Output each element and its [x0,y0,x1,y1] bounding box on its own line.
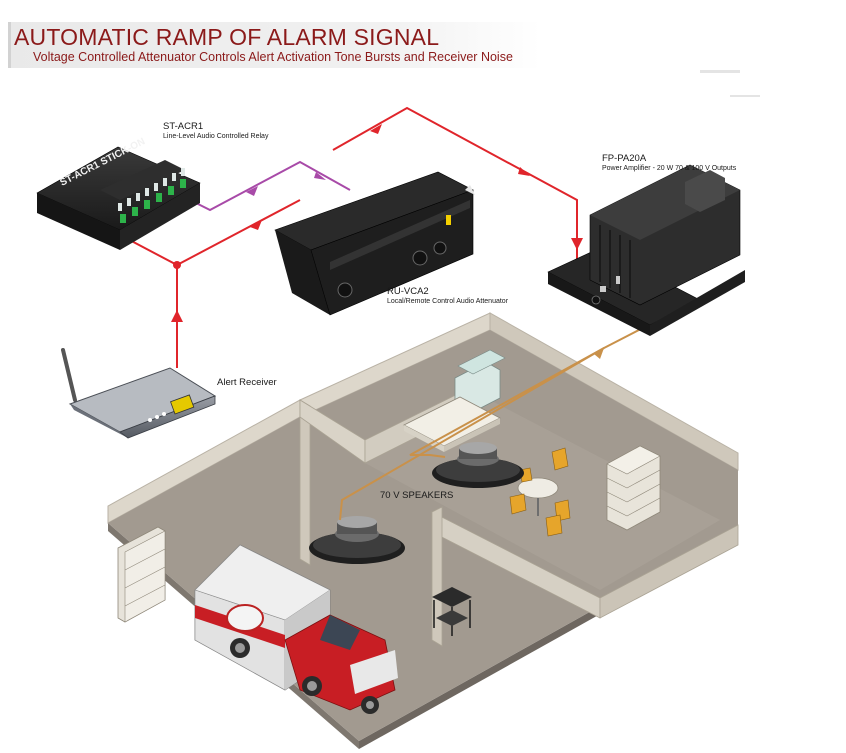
fp-pa20a-model-label: FP-PA20A [602,153,647,164]
ru-vca2-description-label: Local/Remote Control Audio Attenuator [387,298,509,305]
fp-pa20a-description-label: Power Amplifier - 20 W 70 & 100 V Output… [602,165,737,172]
alert-receiver-label: Alert Receiver [217,377,277,388]
interior-wall-long [299,399,311,566]
attenuator-to-amp-line [332,106,578,260]
st-acr1-description-label: Line-Level Audio Controlled Relay [163,133,269,140]
control-arrows [246,172,326,196]
filing-cabinet [606,445,661,531]
ru-vca2-device [274,171,475,316]
utility-cart [432,587,472,636]
building-floorplan [107,312,739,749]
office-desk [403,349,506,452]
speaker-1 [309,516,405,564]
control-wiring [181,160,351,212]
st-acr1-device: ST-ACR1 STICK-ON [36,136,201,250]
ru-vca2-model-label: RU-VCA2 [387,286,429,297]
st-acr1-model-label: ST-ACR1 [163,121,204,132]
alert-receiver [61,348,217,439]
arrow-speaker-wire [594,348,604,359]
decorative-marks [700,70,760,97]
signal-junction [173,261,181,269]
speaker-2 [432,442,524,488]
fp-pa20a-device [547,164,745,336]
table-and-chairs [509,447,571,537]
title-banner [8,22,541,68]
page-title: AUTOMATIC RAMP OF ALARM SIGNAL [14,24,440,50]
speakers-label: 70 V SPEAKERS [380,490,454,501]
ambulance [194,544,398,714]
interior-wall-right [599,524,739,619]
shelving-unit [117,526,166,623]
page-subtitle: Voltage Controlled Attenuator Controls A… [33,50,513,64]
split-to-attenuator-line [176,199,301,266]
